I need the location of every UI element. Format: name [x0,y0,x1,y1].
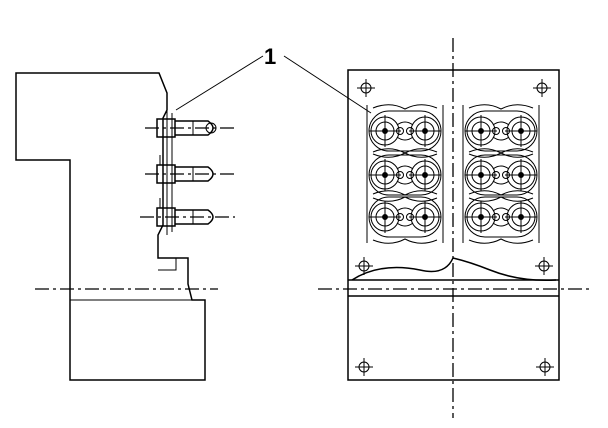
cavity-2-1 [462,104,540,158]
cavity-wave-top [372,104,438,110]
cavity-link [396,207,414,227]
callout-leader-right [283,55,372,114]
cavity-wave-top [372,148,438,154]
cavity-link-eye [492,171,500,179]
cavity-wave-top [468,148,534,154]
side-view-pin-3 [140,198,235,227]
cavity-link-eye [406,213,414,221]
side-view-inner-step [158,258,177,271]
cavity-1-3 [366,190,444,244]
callout: 1 [175,44,372,114]
cavity-link-eye [396,213,404,221]
front-view [318,38,590,418]
cavity-2-3 [462,190,540,244]
bolt-bottom-right [536,358,554,376]
bolt-mid-right [535,257,553,275]
bolt-mid-left [355,257,373,275]
cavity-link [492,121,510,141]
cavity-wave-bottom [372,238,438,244]
cavity-link [396,165,414,185]
cavity-pin-center [382,172,388,178]
front-view-wave-contour [351,257,557,282]
cavity-wave-bottom [468,238,534,244]
cavity-pin-center [422,214,428,220]
cavity-pin-center [518,172,524,178]
side-view-body-outline [15,72,206,381]
cavity-link-eye [406,127,414,135]
cavity-link [492,165,510,185]
bolt-top-right [533,79,551,97]
cavity-pin-center [518,214,524,220]
side-view-pin-2 [145,155,235,184]
cavity-link-eye [492,213,500,221]
side-view [15,72,235,381]
cavity-wave-top [468,190,534,196]
cavity-wave-top [372,190,438,196]
cavity-pin-center [422,172,428,178]
callout-label: 1 [264,44,276,69]
callout-leader-left [175,55,264,111]
cavity-pin-center [518,128,524,134]
side-view-pin-1 [145,118,235,138]
cavity-link-eye [502,127,510,135]
cavity-pin-center [478,214,484,220]
cavity-pin-center [478,128,484,134]
cavity-array [366,104,540,244]
side-view-top-corner [158,72,168,94]
cavity-link-eye [502,171,510,179]
cavity-link-eye [502,213,510,221]
cavity-1-2 [366,148,444,202]
cavity-link-eye [406,171,414,179]
cavity-2-2 [462,148,540,202]
cavity-pin-center [478,172,484,178]
cavity-link-eye [492,127,500,135]
cavity-pin-center [382,128,388,134]
cavity-pin-center [382,214,388,220]
cavity-wave-top [468,104,534,110]
cavity-link [396,121,414,141]
cavity-1-1 [366,104,444,158]
bolt-bottom-left [355,358,373,376]
cavity-link-eye [396,171,404,179]
cavity-link-eye [396,127,404,135]
cavity-link [492,207,510,227]
bolt-top-left [357,79,375,97]
cavity-pin-center [422,128,428,134]
